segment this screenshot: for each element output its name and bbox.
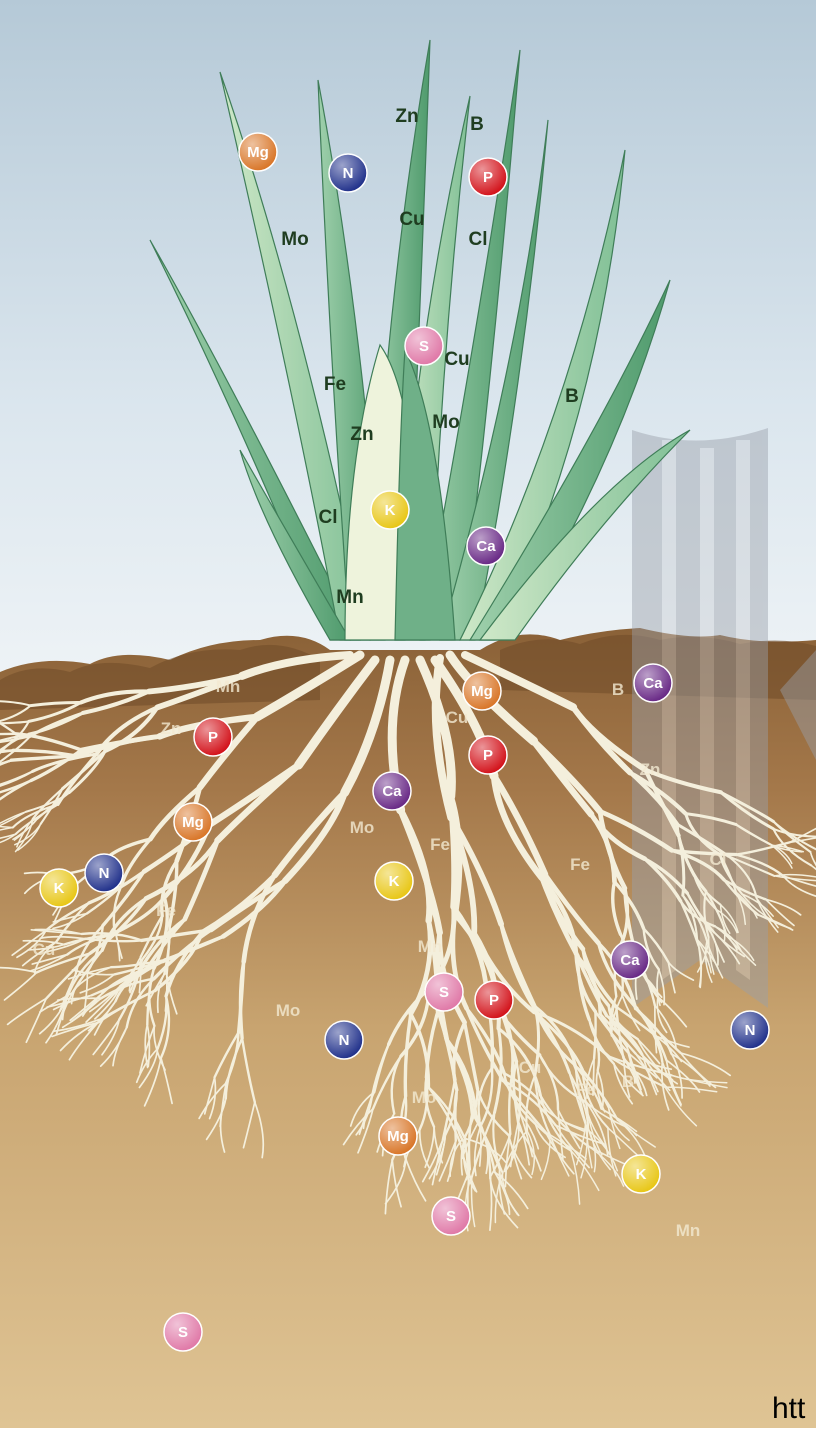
nutrient-badge-text: S — [446, 1208, 456, 1225]
soil-element-label-2: B — [612, 680, 624, 699]
soil-element-label-12: Mo — [276, 1001, 301, 1020]
leaf-element-label-3: Cu — [399, 209, 424, 230]
leaf-nutrient-badge-1: N — [329, 154, 367, 192]
leaf-element-label-5: Cu — [444, 349, 469, 370]
nutrient-badge-text: K — [636, 1166, 647, 1183]
leaf-element-label-10: Cl — [319, 507, 338, 528]
nutrient-badge-text: P — [208, 729, 218, 746]
leaf-nutrient-badge-5: Ca — [467, 527, 505, 565]
soil-nutrient-badge-9: Ca — [611, 941, 649, 979]
leaf-nutrient-badge-3: S — [405, 327, 443, 365]
nutrient-badge-text: N — [745, 1022, 756, 1039]
soil-element-label-7: Fe — [156, 901, 176, 920]
soil-element-label-11: Mn — [418, 937, 443, 956]
url-fragment-text: htt — [772, 1392, 816, 1426]
leaf-element-label-11: Mn — [336, 587, 363, 608]
soil-nutrient-badge-6: K — [40, 869, 78, 907]
soil-element-label-6: Fe — [430, 835, 450, 854]
leaf-element-label-7: Mo — [432, 412, 459, 433]
leaf-element-label-9: Zn — [350, 424, 373, 445]
nutrient-badge-text: P — [483, 169, 493, 186]
soil-element-label-9: Fe — [570, 855, 590, 874]
soil-element-label-10: Cu — [33, 940, 56, 959]
soil-element-label-15: Fe — [576, 1080, 596, 1099]
soil-element-label-8: Cl — [710, 850, 727, 869]
soil-nutrient-badge-13: N — [731, 1011, 769, 1049]
soil-nutrient-badge-2: Ca — [634, 664, 672, 702]
leaf-element-label-6: Fe — [324, 374, 346, 395]
soil-nutrient-badge-12: N — [325, 1021, 363, 1059]
soil-nutrient-badge-11: P — [475, 981, 513, 1019]
nutrient-badge-text: P — [483, 747, 493, 764]
leaf-nutrient-badge-0: Mg — [239, 133, 277, 171]
nutrient-badge-text: K — [389, 873, 400, 890]
soil-nutrient-badge-8: K — [375, 862, 413, 900]
soil-nutrient-badge-7: N — [85, 854, 123, 892]
soil-nutrient-badge-0: P — [194, 718, 232, 756]
nutrient-badge-text: Mg — [387, 1128, 409, 1145]
nutrient-badge-text: Ca — [643, 675, 663, 692]
soil-element-label-13: Mo — [412, 1088, 437, 1107]
soil-nutrient-badge-4: Ca — [373, 772, 411, 810]
soil-nutrient-badge-17: S — [164, 1313, 202, 1351]
leaf-element-label-2: Mo — [281, 229, 308, 250]
nutrient-badge-text: P — [489, 992, 499, 1009]
nutrient-badge-text: K — [385, 502, 396, 519]
soil-element-label-1: Zn — [161, 719, 182, 738]
soil-nutrient-badge-10: S — [425, 973, 463, 1011]
leaf-element-label-8: B — [565, 386, 579, 407]
nutrient-badge-text: N — [99, 865, 110, 882]
nutrient-badge-text: Ca — [476, 538, 496, 555]
nutrient-badge-text: K — [54, 880, 65, 897]
soil-element-label-16: B — [622, 1072, 634, 1091]
soil-element-label-3: Cu — [446, 708, 469, 727]
leaf-element-label-4: Cl — [469, 229, 488, 250]
nutrient-badge-text: S — [178, 1324, 188, 1341]
soil-nutrient-badge-3: P — [469, 736, 507, 774]
leaf-nutrient-badge-2: P — [469, 158, 507, 196]
nutrient-badge-text: N — [343, 165, 354, 182]
soil-nutrient-badge-5: Mg — [174, 803, 212, 841]
leaf-element-label-1: B — [470, 114, 484, 135]
nutrient-badge-text: Mg — [471, 683, 493, 700]
soil-nutrient-badge-15: K — [622, 1155, 660, 1193]
nutrient-badge-text: N — [339, 1032, 350, 1049]
nutrient-badge-text: Mg — [182, 814, 204, 831]
leaf-nutrient-badge-4: K — [371, 491, 409, 529]
leaf-element-label-0: Zn — [395, 106, 418, 127]
nutrient-badge-text: Mg — [247, 144, 269, 161]
soil-element-label-0: Mn — [216, 677, 241, 696]
soil-element-label-14: Cu — [519, 1058, 542, 1077]
nutrient-badge-text: S — [419, 338, 429, 355]
soil-nutrient-badge-1: Mg — [463, 672, 501, 710]
soil-nutrient-badge-14: Mg — [379, 1117, 417, 1155]
soil-element-label-5: Mo — [350, 818, 375, 837]
nutrient-badge-text: Ca — [620, 952, 640, 969]
soil-element-label-4: Zn — [640, 760, 661, 779]
soil-element-label-17: Mn — [676, 1221, 701, 1240]
soil-nutrient-badge-16: S — [432, 1197, 470, 1235]
nutrient-badge-text: S — [439, 984, 449, 1001]
nutrient-badge-text: Ca — [382, 783, 402, 800]
